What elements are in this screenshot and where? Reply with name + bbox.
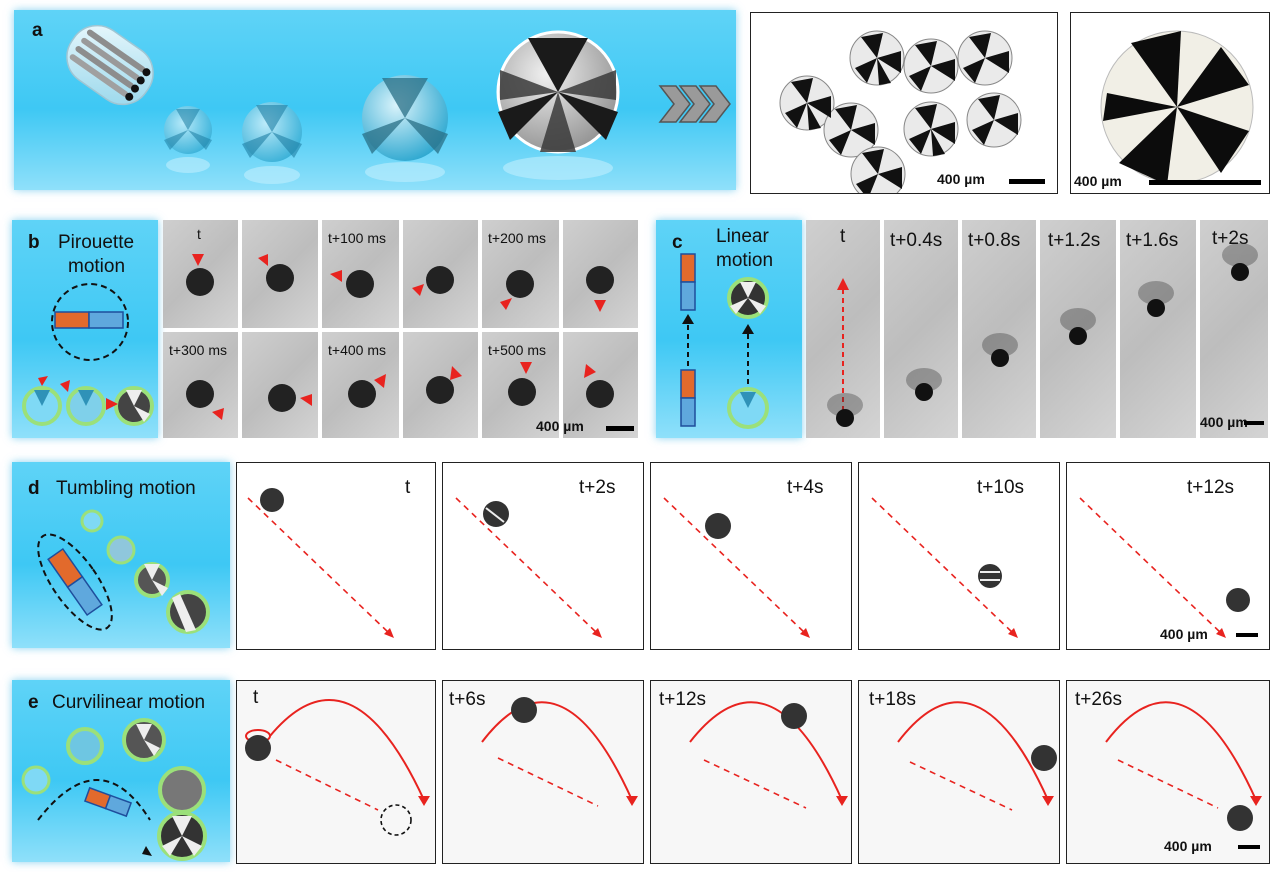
frame-time-label: t+2s [579,477,616,498]
frame-time-label: t [405,477,411,498]
frame-time-label: t+1.6s [1126,230,1179,251]
scale-bar [1149,180,1261,185]
frame-time-label: t+6s [449,689,486,710]
target-marker-icon [380,804,412,836]
frame-time-label: t+0.4s [890,230,943,251]
scale-bar-label: 400 µm [1164,838,1212,854]
frame-time-label: t+100 ms [328,230,386,246]
frame-time-label: t+400 ms [328,342,386,358]
scale-bar [606,426,634,431]
panel-e-title: Curvilinear motion [52,692,206,713]
frame-time-label: t [197,226,201,242]
frame-time-label: t+300 ms [169,342,227,358]
sphere-small-icon [164,106,212,173]
frame-e-4: t+18s [858,680,1060,864]
frame-c-6: t+2s [1200,220,1268,438]
scale-bar [1009,179,1045,184]
particle-array-icon [779,30,1022,193]
sphere-large-icon [362,75,448,182]
rotation-path-icon [51,283,129,361]
panel-a-micrograph-multiple: 400 µm [750,12,1058,194]
frame-time-label: t+2s [1212,228,1249,249]
frame-c-3: t+0.8s [962,220,1036,438]
frame-c-2: t+0.4s [884,220,958,438]
frame-e-2: t+6s [442,680,644,864]
frame-time-label: t+12s [1187,477,1235,498]
frame-time-label: t+12s [659,689,707,710]
sphere-largest-icon [496,30,620,180]
panel-c-letter: c [672,232,683,253]
frame-b-bottom-1: t+300 ms [163,332,238,438]
chevron-arrows-icon [658,85,731,123]
scale-bar-label: 400 µm [536,418,584,434]
frame-time-label: t+10s [977,477,1025,498]
single-particle-icon [1100,30,1254,185]
frame-time-label: t+26s [1075,689,1123,710]
panel-d-letter: d [28,478,40,499]
tumbling-path-icon [37,533,113,631]
tumbling-particle-sequence-icon [80,509,210,634]
curved-path-icon [37,779,151,821]
magnet-bar-icon [54,311,124,329]
capillary-bundle-icon [66,24,154,106]
frame-e-3: t+12s [650,680,852,864]
sphere-medium-icon [242,102,302,184]
panel-b-title-line1: Pirouette [58,232,135,253]
frame-d-3: t+4s [650,462,852,650]
frame-time-label: t+1.2s [1048,230,1101,251]
panel-d-title: Tumbling motion [56,478,196,499]
panel-b-title-line2: motion [68,256,126,277]
frame-time-label: t [253,687,259,708]
panel-a-letter: a [32,20,43,41]
frame-e-5: t+26s [1066,680,1270,864]
frame-c-5: t+1.6s [1120,220,1196,438]
frame-d-5: t+12s [1066,462,1270,650]
frame-d-4: t+10s [858,462,1060,650]
magnet-bar-top-icon [680,253,696,311]
panel-e-letter: e [28,692,39,713]
frame-time-label: t [840,226,846,247]
frame-time-label: t+18s [869,689,917,710]
scale-bar-label: 400 µm [1200,414,1248,430]
frame-time-label: t+0.8s [968,230,1021,251]
scale-bar-label: 400 µm [937,171,985,187]
scale-bar-label: 400 µm [1160,626,1208,642]
panel-c-title-line1: Linear [716,226,769,247]
frame-d-2: t+2s [442,462,644,650]
scale-bar [1236,633,1258,637]
frame-time-label: t+500 ms [488,342,546,358]
magnet-bar-icon [83,786,133,818]
panel-a-micrograph-single: 400 µm [1070,12,1270,194]
frame-time-label: t+4s [787,477,824,498]
scale-bar [1238,845,1260,849]
magnet-bar-bottom-icon [680,369,696,427]
frame-time-label: t+200 ms [488,230,546,246]
magnet-bar-icon [47,547,103,617]
particle-sequence-icon [22,376,154,426]
panel-c-title-line2: motion [716,250,774,271]
scale-bar [1244,421,1264,425]
scale-bar-label: 400 µm [1074,173,1122,189]
panel-b-letter: b [28,232,40,253]
